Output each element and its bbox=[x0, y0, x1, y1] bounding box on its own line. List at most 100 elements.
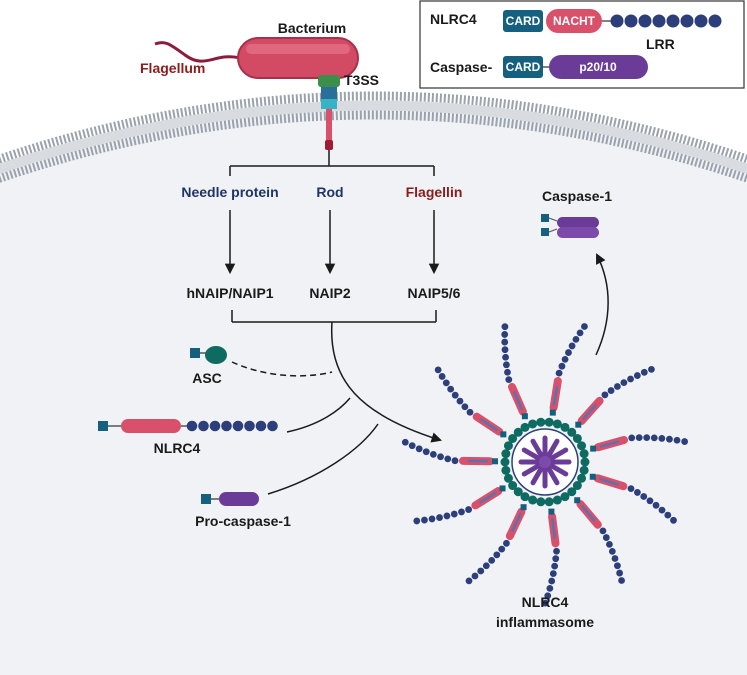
inflammasome-lrr-bead bbox=[673, 436, 681, 444]
legend-lrr-bead bbox=[624, 14, 638, 28]
receptor-merge-bracket bbox=[231, 310, 437, 323]
inflammasome-lrr-bead bbox=[555, 369, 563, 377]
inflammasome-lrr-bead bbox=[551, 562, 559, 570]
cell-membrane-outer bbox=[0, 91, 747, 164]
t3ss-label: T3SS bbox=[344, 72, 379, 88]
inflammasome-asc-ring bbox=[500, 417, 590, 507]
inflammasome-lrr-bead bbox=[616, 569, 624, 577]
inflammasome-lrr-bead bbox=[471, 572, 479, 580]
inflammasome-lrr-bead bbox=[552, 555, 560, 563]
inflammasome-lrr-bead bbox=[456, 397, 464, 405]
inflammasome-lrr-bead bbox=[502, 353, 509, 361]
inflammasome-label-line2: inflammasome bbox=[496, 614, 594, 630]
nlrc4-lrr-bead bbox=[267, 420, 278, 432]
inflammasome-label-line1: NLRC4 bbox=[522, 594, 569, 610]
bacterium-label: Bacterium bbox=[278, 20, 346, 36]
inflammasome-lrr-bead bbox=[442, 379, 450, 387]
legend-card-label-2: CARD bbox=[506, 60, 541, 74]
inflammasome-lrr-bead bbox=[451, 391, 459, 399]
inflammasome-lrr-bead bbox=[601, 391, 609, 399]
asc-label: ASC bbox=[192, 370, 222, 386]
nlrc4-lrr-bead bbox=[232, 420, 244, 432]
cell-membrane-inner bbox=[0, 110, 747, 183]
nlrc4-join-line bbox=[286, 397, 351, 433]
inflammasome-lrr-bead bbox=[633, 372, 641, 379]
inflammasome-lrr-bead bbox=[606, 541, 613, 548]
receptor-naip2: NAIP2 bbox=[309, 285, 350, 301]
asc-dashed-link bbox=[231, 361, 333, 377]
inflammasome-lrr-bead bbox=[628, 434, 636, 442]
inflammasome-caspase-core bbox=[518, 435, 572, 489]
flagellum bbox=[154, 40, 241, 63]
inflammasome-lrr-bead bbox=[493, 551, 501, 559]
inflammasome-lrr-bead bbox=[401, 438, 409, 446]
inflammasome-lrr-bead bbox=[648, 365, 655, 373]
inflammasome-lrr-bead bbox=[635, 434, 643, 442]
legend-caspase-name: Caspase- bbox=[430, 59, 493, 75]
cell-membrane-core bbox=[0, 100, 747, 174]
ligand-branch-lines bbox=[229, 150, 435, 176]
inflammasome-lrr-bead bbox=[422, 448, 430, 456]
inflammasome-lrr-bead bbox=[611, 555, 619, 562]
inflammasome-lrr-bead bbox=[640, 493, 648, 500]
legend-nacht-label: NACHT bbox=[553, 14, 596, 28]
inflammasome-lrr-bead bbox=[465, 506, 472, 513]
inflammasome-lrr-bead bbox=[640, 368, 648, 376]
inflammasome-lrr-bead bbox=[627, 375, 634, 383]
inflammasome-lrr-bead bbox=[408, 442, 416, 450]
t3ss-base bbox=[318, 75, 340, 87]
inflammasome-lrr-bead bbox=[576, 329, 584, 337]
nlrc4-lrr-bead bbox=[255, 420, 267, 432]
inflammasome-lrr-bead bbox=[434, 366, 442, 374]
domain-legend: NLRC4 CARD NACHT LRR Caspase- CARD p20/1… bbox=[419, 0, 745, 89]
assembly-arrow bbox=[330, 321, 443, 443]
inflammasome-lrr-bead bbox=[477, 567, 485, 575]
inflammasome-lrr-bead bbox=[451, 457, 459, 465]
inflammasome-lrr-bead bbox=[658, 435, 666, 442]
inflammasome-lrr-bead bbox=[482, 562, 490, 570]
nlrc4-label: NLRC4 bbox=[154, 440, 201, 456]
inflammasome-lrr-bead bbox=[568, 342, 576, 350]
t3ss-needle bbox=[326, 109, 332, 143]
inflammasome-lrr-bead bbox=[602, 534, 610, 541]
legend-lrr-bead bbox=[638, 14, 652, 28]
nlrc4-lrr-bead bbox=[186, 420, 198, 432]
legend-card-label-1: CARD bbox=[506, 14, 541, 28]
inflammasome-lrr-bead bbox=[664, 511, 672, 519]
cytoplasm bbox=[0, 108, 747, 675]
inflammasome-nlrc4-spoke bbox=[589, 473, 677, 524]
caspase1-label: Caspase-1 bbox=[542, 188, 612, 204]
flagellum-label: Flagellum bbox=[140, 60, 205, 76]
inflammasome-lrr-bead bbox=[498, 545, 506, 553]
inflammasome-nlrc4-spoke bbox=[401, 438, 499, 466]
inflammasome-lrr-bead bbox=[443, 512, 451, 520]
inflammasome-lrr-bead bbox=[613, 383, 621, 390]
legend-lrr-bead bbox=[708, 14, 722, 28]
inflammasome-lrr-bead bbox=[553, 547, 560, 555]
inflammasome-lrr-bead bbox=[572, 335, 580, 343]
inflammasome-lrr-bead bbox=[561, 355, 569, 363]
procaspase-protein bbox=[201, 492, 259, 506]
inflammasome-lrr-bead bbox=[501, 346, 509, 354]
inflammasome-lrr-bead bbox=[465, 577, 473, 585]
legend-lrr-bead bbox=[680, 14, 694, 28]
inflammasome-lrr-bead bbox=[503, 539, 510, 547]
asc-protein bbox=[190, 346, 227, 364]
inflammasome-nlrc4-spoke bbox=[413, 485, 506, 525]
legend-lrr-bead bbox=[666, 14, 680, 28]
inflammasome-nlrc4-spoke bbox=[541, 508, 560, 607]
nlrc4-lrr-bead bbox=[221, 420, 232, 432]
inflammasome-nlrc4-spoke bbox=[575, 365, 655, 428]
inflammasome-lrr-bead bbox=[599, 527, 607, 535]
inflammasome-lrr-bead bbox=[436, 514, 443, 521]
inflammasome-lrr-bead bbox=[546, 585, 554, 592]
legend-nlrc4-name: NLRC4 bbox=[430, 11, 477, 27]
inflammasome-nlrc4-spoke bbox=[590, 434, 689, 452]
inflammasome-lrr-bead bbox=[643, 434, 651, 442]
inflammasome-lrr-bead bbox=[447, 385, 455, 393]
inflammasome-lrr-bead bbox=[466, 408, 474, 416]
legend-lrr-label: LRR bbox=[646, 36, 675, 52]
receptor-naip1: hNAIP/NAIP1 bbox=[186, 285, 273, 301]
caspase1-dimer bbox=[541, 214, 599, 238]
